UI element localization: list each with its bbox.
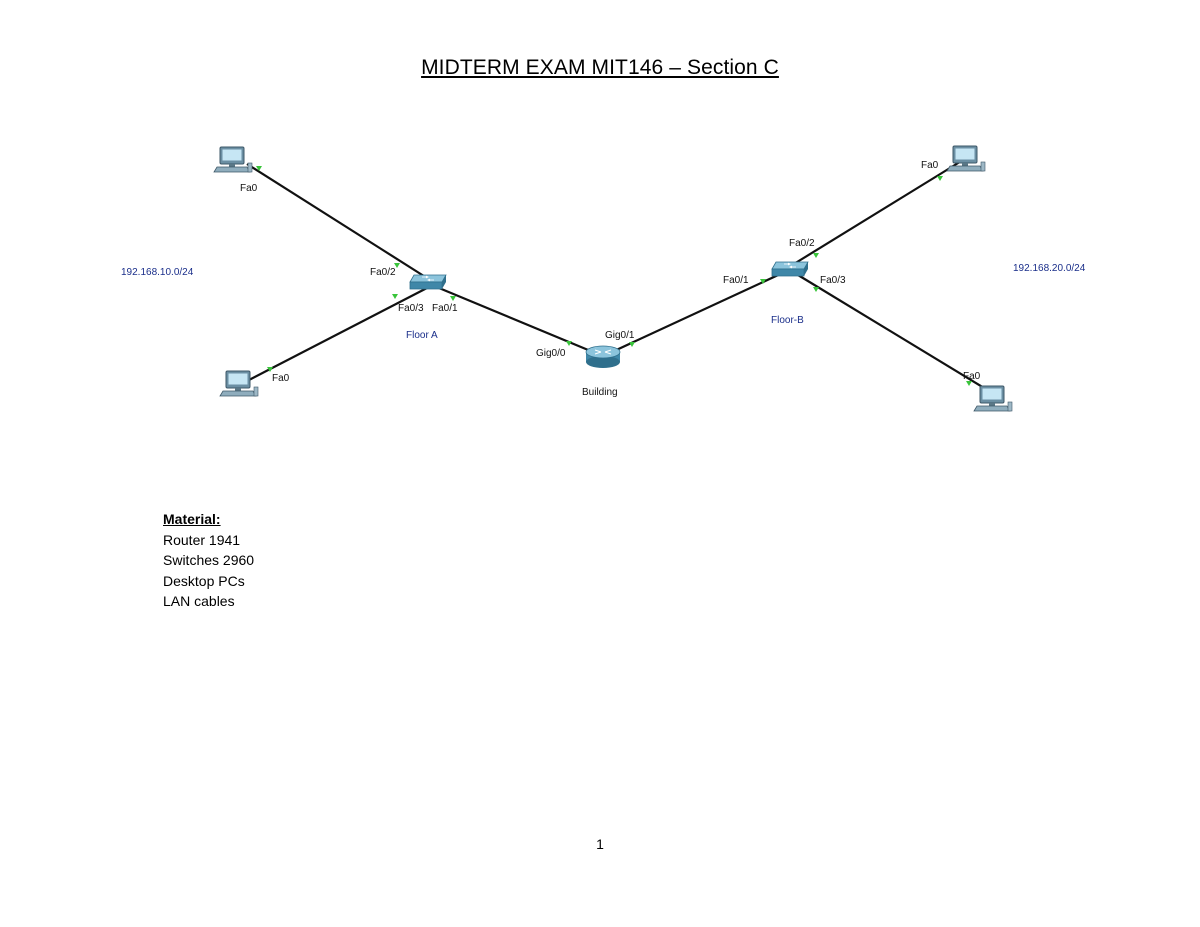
subnet-label: 192.168.10.0/24	[121, 267, 194, 278]
router-building-icon	[585, 345, 621, 369]
materials-list: Material: Router 1941 Switches 2960 Desk…	[163, 509, 254, 612]
material-item: LAN cables	[163, 593, 235, 609]
cable-swB-pc3	[788, 159, 964, 268]
material-item: Switches 2960	[163, 552, 255, 568]
device-name: Building	[582, 387, 618, 398]
material-item: Desktop PCs	[163, 572, 245, 589]
link-led	[566, 341, 572, 346]
link-led	[937, 176, 943, 181]
cable-pc2-swA	[248, 287, 428, 381]
port-label: Fa0	[921, 160, 939, 171]
link-led	[629, 342, 635, 347]
port-label: Fa0	[963, 371, 981, 382]
pc-bottom-right-icon	[973, 385, 1013, 412]
port-label: Fa0/1	[723, 275, 749, 286]
port-label: Fa0/2	[370, 267, 396, 278]
port-label: Fa0	[272, 373, 290, 384]
exam-title: MIDTERM EXAM MIT146 – Section C	[421, 56, 779, 79]
pc-bottom-left-icon	[219, 370, 259, 397]
link-led	[392, 294, 398, 299]
pc-top-right-icon	[946, 145, 986, 172]
port-label: Fa0/2	[789, 238, 815, 249]
pc-top-left-icon	[213, 146, 253, 173]
switch-floor-a-icon	[409, 274, 447, 290]
link-led	[760, 279, 766, 284]
materials-heading: Material:	[163, 511, 221, 527]
link-led	[813, 287, 819, 292]
port-label: Fa0/3	[398, 303, 424, 314]
subnet-label: 192.168.20.0/24	[1013, 263, 1086, 274]
port-label: Fa0	[240, 183, 258, 194]
device-name: Floor A	[406, 330, 438, 341]
page-number: 1	[596, 836, 604, 852]
link-led	[394, 263, 400, 268]
cable-swB-pc4	[797, 274, 995, 395]
link-led	[267, 367, 273, 372]
switch-floor-b-icon	[771, 261, 809, 277]
device-name: Floor-B	[771, 315, 804, 326]
link-led	[256, 166, 262, 171]
link-led	[966, 381, 972, 386]
port-label: Fa0/3	[820, 275, 846, 286]
cable-router-swB	[611, 269, 790, 353]
link-led	[813, 253, 819, 258]
material-item: Router 1941	[163, 531, 241, 548]
link-led	[450, 296, 456, 301]
cable-pc1-swA	[246, 163, 428, 279]
port-label: Gig0/0	[536, 348, 566, 359]
port-label: Gig0/1	[605, 330, 635, 341]
port-label: Fa0/1	[432, 303, 458, 314]
